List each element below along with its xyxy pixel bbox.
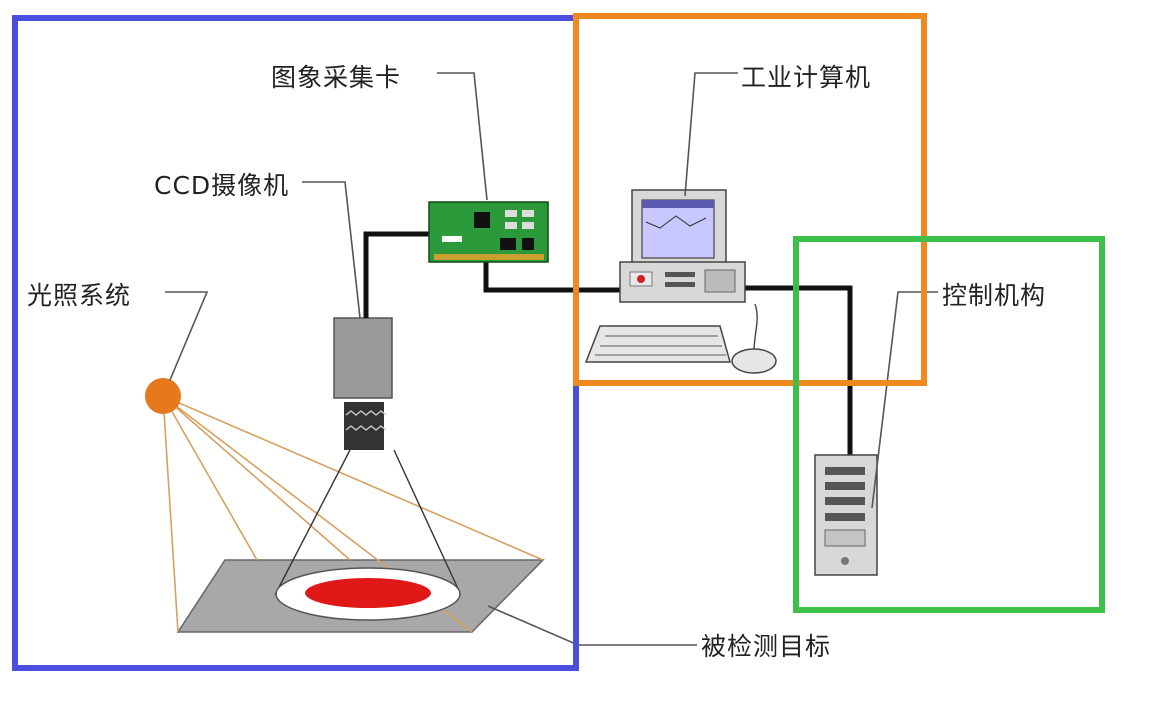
image-grabber-label: 图象采集卡 [271,63,402,92]
ccd-camera [333,317,393,450]
ccd-camera-label: CCD摄像机 [154,171,290,200]
industrial-computer-label: 工业计算机 [741,63,872,92]
target-spot [305,578,431,608]
control-unit-label: 控制机构 [942,281,1047,310]
target-object-label: 被检测目标 [701,632,832,661]
image-grabber-card [428,201,549,263]
light-source [145,378,181,414]
lighting-system-label: 光照系统 [27,281,132,310]
camera-view-cone [274,449,461,596]
computer-group-box [573,13,927,386]
control-group-box [793,236,1105,613]
control-tower [814,454,878,576]
industrial-computer [584,189,777,374]
